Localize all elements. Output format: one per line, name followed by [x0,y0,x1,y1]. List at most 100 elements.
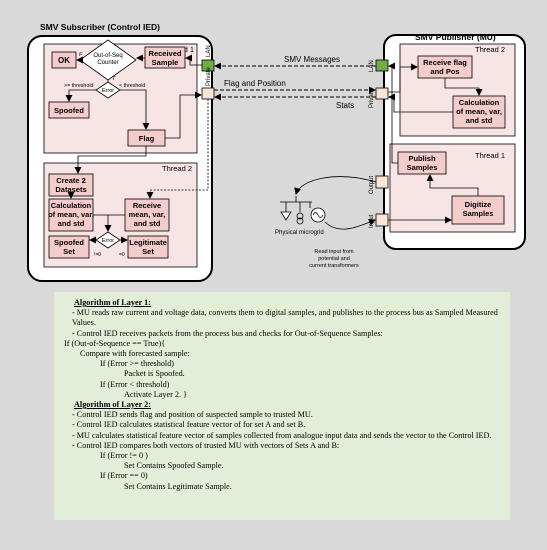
private-to-receive-flag [388,63,418,93]
microgrid-icon [280,196,326,225]
publisher-lan-port [375,59,389,72]
digitize-to-publish [426,174,479,196]
subscriber-thread2-label: Thread 2 [162,164,192,173]
legit-line-1: Legitimate [129,238,167,247]
if-error-ge: If (Error >= threshold) [100,359,175,369]
receive-stats-box [124,198,170,232]
error-to-flag [120,89,150,130]
private-to-receive-stats [146,99,209,199]
spoofed-set-line-1: Spoofed [54,238,84,247]
algorithm-box: Algorithm of Layer 1: - MU reads raw cur… [54,292,510,520]
pub-line-1: Publish [408,154,436,163]
subscriber-title: SMV Subscriber (Control IED) [40,22,160,32]
lan-to-received [185,54,202,66]
create-line-1: Create 2 [56,176,86,185]
if-error-eq: If (Error == 0) [100,471,148,481]
error-label: Error [102,88,114,94]
ok-label: OK [58,56,70,65]
if-error-ne: If (Error != 0 ) [100,451,148,461]
calc-publisher-box [452,95,506,129]
read-line-3: current transformers [309,263,359,269]
subscriber-private-label: Private [206,67,212,86]
dig-line-1: Digitize [465,200,492,209]
dig-line-2: Samples [463,209,494,218]
calc-b-line-3: and std [466,116,493,125]
create-line-2: Datasets [55,185,86,194]
recv-line-1: Receive [133,201,161,210]
packet-spoofed: Packet is Spoofed. [124,369,185,379]
spoofed-box [48,101,90,119]
architecture-diagram: SMV Subscriber (Control IED) Thread 1 Th… [27,22,526,282]
layer1-heading: Algorithm of Layer 1: [74,298,151,307]
read-line-2: potential and [318,256,350,262]
calc-subscriber-box [48,198,94,232]
received-line-1: Received [149,49,182,58]
stats-label: Stats [336,101,354,110]
publisher-thread1-label: Thread 1 [475,151,505,160]
publisher-private-port [375,87,389,100]
spoofed-set-line-2: Set [63,247,75,256]
read-line-1: Read input from [314,249,354,255]
layer2-step-4: - Control IED compares both vectors of t… [72,440,340,450]
ge-threshold-label: >= threshold [64,83,94,89]
recv-line-3: and std [134,219,161,228]
layer2-step-1: - Control IED sends flag and position of… [72,410,313,420]
subscriber-lan-label: LAN [206,45,212,57]
publisher-thread2-label: Thread 2 [475,45,505,54]
calc-b-line-2: of mean, var, [456,107,502,116]
legit-line-2: Set [142,247,154,256]
receive-flag-to-calc [444,78,483,96]
layer2-step-2: - Control IED calculates statistical fea… [72,420,306,430]
eq0-label: =0 [119,252,125,258]
rf-line-1: Receive flag [423,58,467,67]
publisher-input-port [375,213,389,227]
layer1-step-2: - Control IED receives packets from the … [72,328,383,338]
spoofed-set-box [48,235,90,259]
if-out-of-sequence: If (Out-of-Sequence == True){ [64,338,166,348]
flag-position-label: Flag and Position [224,79,286,88]
layer2-heading: Algorithm of Layer 2: [74,400,151,410]
calc-b-line-1: Calculation [459,98,500,107]
publisher-output-label: Output [369,176,375,194]
calc-a-line-3: and std [58,219,85,228]
legitimate-set-box [127,235,169,259]
smv-messages-label: SMV Messages [284,55,340,64]
rf-line-2: and Pos [430,67,459,76]
pub-line-2: Samples [407,163,438,172]
activate-layer2: Activate Layer 2. } [124,389,188,399]
subscriber-private-port [201,87,215,100]
calc-a-line-1: Calculation [51,201,92,210]
set-spoofed: Set Contains Spoofed Sample. [124,461,224,471]
publish-to-lan [388,62,398,164]
publisher-output-port [375,175,389,189]
recv-line-2: mean, var, [129,210,166,219]
digitize-samples-box [451,195,505,225]
spoofed-label: Spoofed [54,106,84,115]
error-to-spoofed [65,89,96,102]
mark-f: F [79,52,83,58]
compare-forecast: Compare with forecasted sample: [80,349,190,359]
microgrid-label: Physical microgrid [275,230,324,236]
calc-to-private [388,93,453,113]
error-diamond [95,81,121,99]
calc-a-line-2: of mean, var, [48,210,94,219]
set-legitimate: Set Contains Legitimate Sample. [124,481,232,491]
oos-line-2: Counter [97,60,118,66]
ne0-label: !=0 [94,252,101,258]
microgrid-to-input [324,218,376,230]
flag-label: Flag [139,134,155,143]
flag-to-private [165,91,202,139]
output-to-microgrid [294,176,377,195]
